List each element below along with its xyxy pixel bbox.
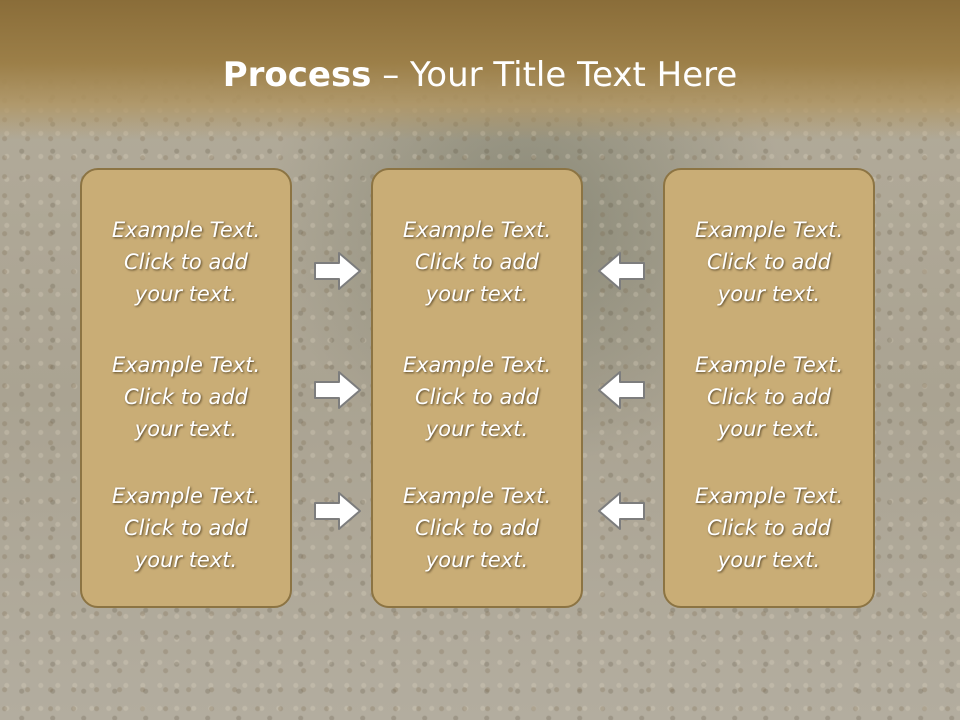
- text-line: your text.: [717, 282, 821, 306]
- text-line: Example Text.: [694, 484, 844, 508]
- card-text-block[interactable]: Example Text. Click to add your text.: [82, 349, 290, 445]
- text-line: Click to add: [706, 250, 831, 274]
- process-card-1[interactable]: Example Text. Click to add your text. Ex…: [80, 168, 292, 608]
- card-text-block[interactable]: Example Text. Click to add your text.: [665, 480, 873, 576]
- text-line: your text.: [134, 417, 238, 441]
- text-line: Example Text.: [694, 218, 844, 242]
- left-arrow-icon[interactable]: [596, 369, 646, 411]
- slide-title[interactable]: Process – Your Title Text Here: [0, 52, 960, 98]
- text-line: Example Text.: [402, 484, 552, 508]
- card-text-block[interactable]: Example Text. Click to add your text.: [82, 214, 290, 310]
- text-line: Click to add: [414, 516, 539, 540]
- card-text-block[interactable]: Example Text. Click to add your text.: [82, 480, 290, 576]
- card-text-block[interactable]: Example Text. Click to add your text.: [373, 349, 581, 445]
- left-arrow-icon[interactable]: [596, 250, 646, 292]
- text-line: Example Text.: [111, 484, 261, 508]
- title-band: [0, 0, 960, 140]
- text-line: Example Text.: [694, 353, 844, 377]
- text-line: your text.: [425, 548, 529, 572]
- text-line: Click to add: [123, 385, 248, 409]
- text-line: Click to add: [123, 250, 248, 274]
- right-arrow-icon[interactable]: [313, 250, 363, 292]
- right-arrow-icon[interactable]: [313, 369, 363, 411]
- text-line: your text.: [134, 548, 238, 572]
- process-card-3[interactable]: Example Text. Click to add your text. Ex…: [663, 168, 875, 608]
- text-line: Example Text.: [402, 218, 552, 242]
- title-bold-part: Process: [222, 55, 372, 95]
- card-text-block[interactable]: Example Text. Click to add your text.: [665, 349, 873, 445]
- title-rest-part: – Your Title Text Here: [371, 55, 738, 95]
- card-text-block[interactable]: Example Text. Click to add your text.: [665, 214, 873, 310]
- text-line: Click to add: [414, 385, 539, 409]
- text-line: your text.: [134, 282, 238, 306]
- text-line: Click to add: [123, 516, 248, 540]
- text-line: Click to add: [706, 385, 831, 409]
- text-line: Example Text.: [111, 353, 261, 377]
- text-line: your text.: [717, 417, 821, 441]
- process-card-2[interactable]: Example Text. Click to add your text. Ex…: [371, 168, 583, 608]
- text-line: your text.: [425, 282, 529, 306]
- text-line: Click to add: [414, 250, 539, 274]
- text-line: your text.: [717, 548, 821, 572]
- text-line: Example Text.: [402, 353, 552, 377]
- text-line: your text.: [425, 417, 529, 441]
- card-text-block[interactable]: Example Text. Click to add your text.: [373, 480, 581, 576]
- left-arrow-icon[interactable]: [596, 490, 646, 532]
- card-text-block[interactable]: Example Text. Click to add your text.: [373, 214, 581, 310]
- text-line: Example Text.: [111, 218, 261, 242]
- right-arrow-icon[interactable]: [313, 490, 363, 532]
- text-line: Click to add: [706, 516, 831, 540]
